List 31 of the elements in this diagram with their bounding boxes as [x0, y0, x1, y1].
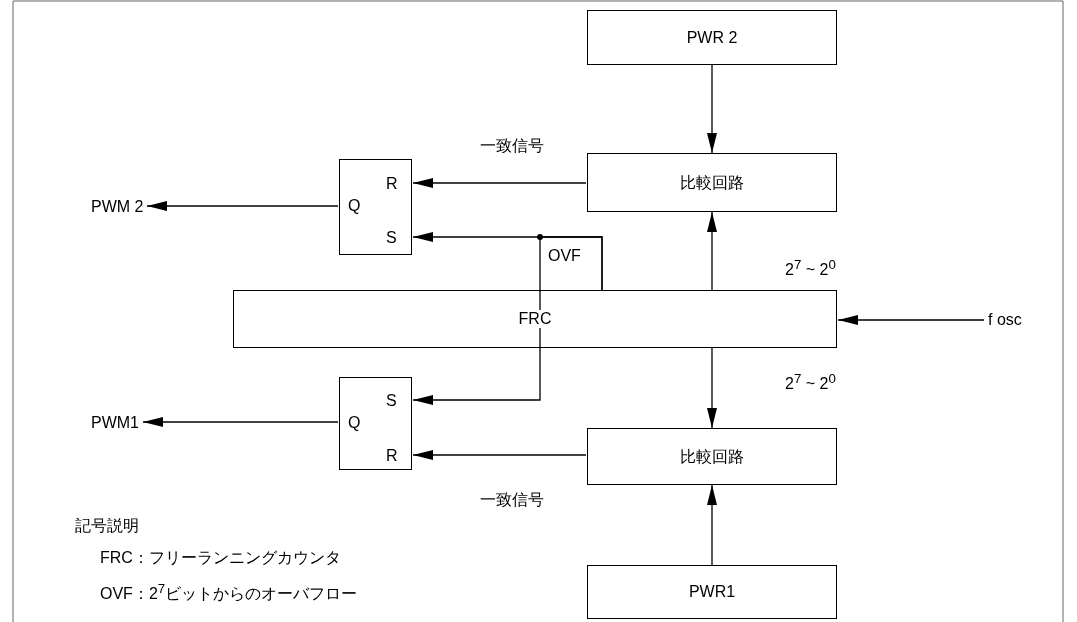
- pin-label: Q: [348, 198, 361, 214]
- pin-label: Q: [348, 415, 361, 431]
- arrow: [707, 64, 717, 154]
- pin-label: R: [386, 448, 398, 464]
- arrow: [412, 236, 603, 405]
- edge-label: 一致信号: [480, 138, 544, 154]
- register-box: [587, 10, 837, 65]
- flip-flop-box: [339, 377, 412, 470]
- comparator-box: [587, 428, 837, 485]
- edge-label: 2$^{7}$ ~ 2$^{0}$: [785, 372, 836, 393]
- legend-entry: OVF：2$^{7}$ビットからのオーバフロー: [100, 582, 358, 603]
- arrow: [146, 201, 339, 211]
- arrow: [707, 211, 717, 291]
- arrow: [837, 315, 985, 325]
- pin-label: S: [386, 230, 397, 246]
- pin-label: R: [386, 176, 398, 192]
- flip-flop-box: [339, 159, 412, 255]
- arrow: [142, 417, 339, 427]
- pin-label: S: [386, 393, 397, 409]
- arrow: [412, 450, 587, 460]
- counter-box: [233, 290, 837, 348]
- edge-label: 2$^{7}$ ~ 2$^{0}$: [785, 258, 836, 279]
- arrow: [707, 347, 717, 429]
- arrow: [412, 178, 587, 188]
- edge-label: OVF: [548, 248, 581, 264]
- legend-entry: FRC：フリーランニングカウンタ: [100, 550, 341, 566]
- register-box: [587, 565, 837, 619]
- comparator-box: [587, 153, 837, 212]
- edge-label: 一致信号: [480, 492, 544, 508]
- legend-heading: 記号説明: [75, 518, 139, 534]
- arrow: [707, 484, 717, 566]
